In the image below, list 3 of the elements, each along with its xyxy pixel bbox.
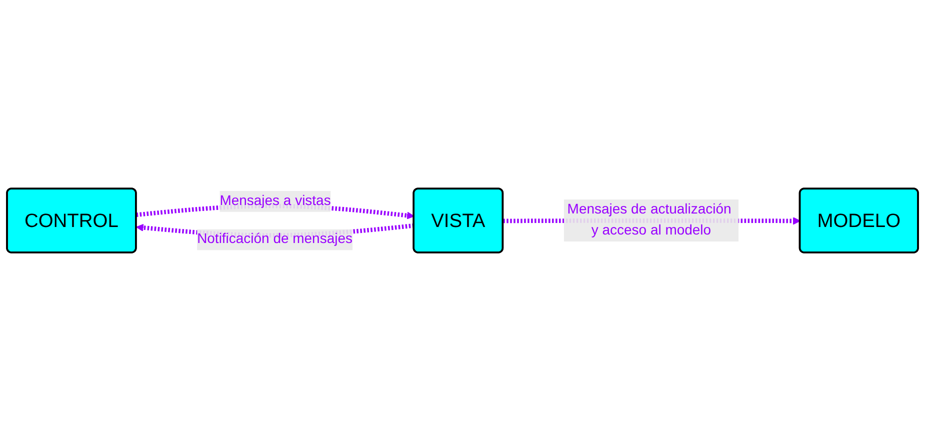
edge-label: Mensajes de actualización y acceso al modelo: [567, 202, 732, 238]
edge-label: Notificación de mensajes: [197, 232, 352, 247]
edge-label: Mensajes a vistas: [220, 193, 331, 208]
